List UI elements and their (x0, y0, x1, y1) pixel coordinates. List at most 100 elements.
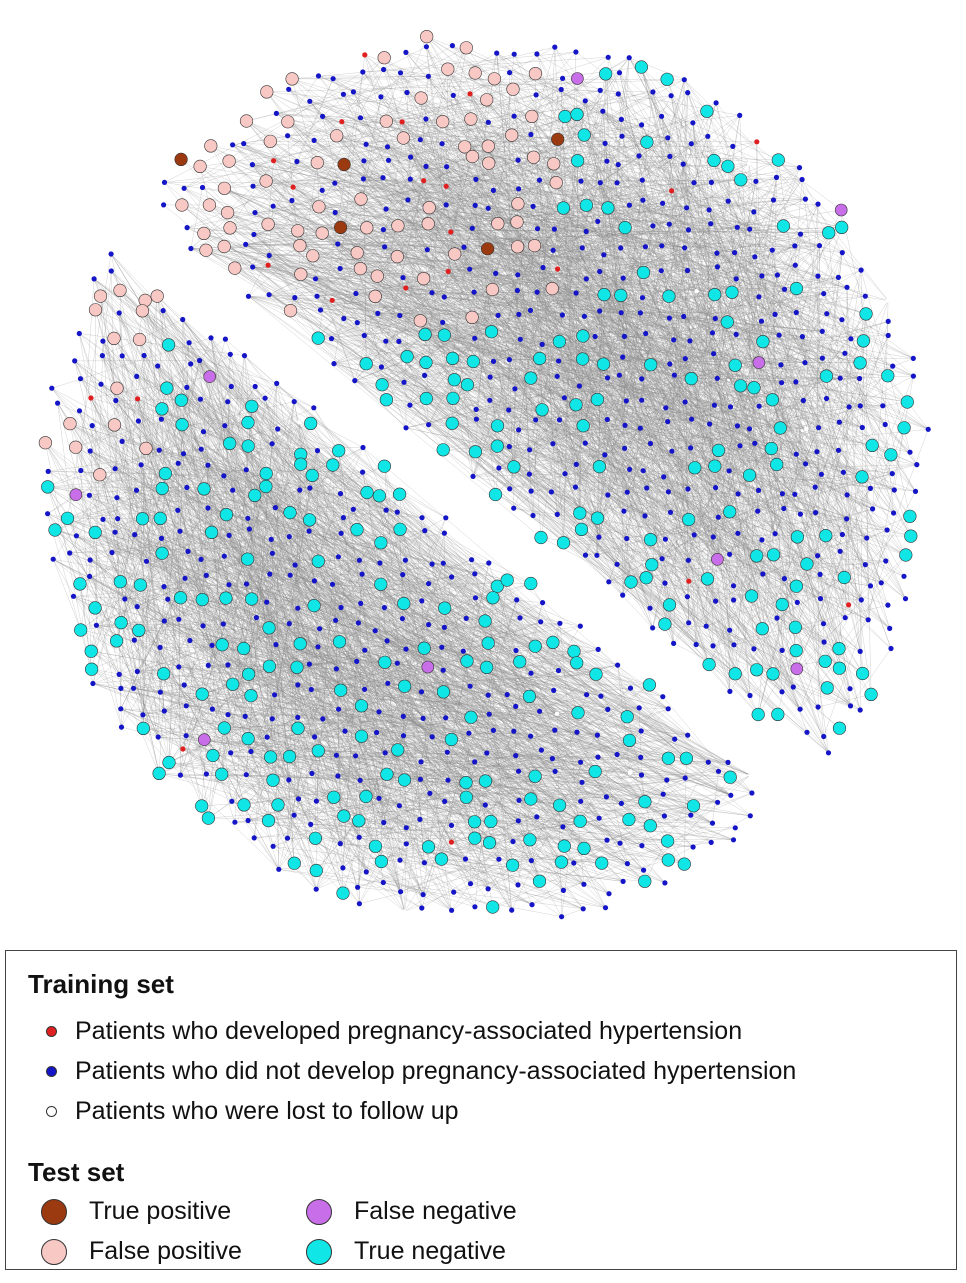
network-edge (673, 494, 848, 644)
network-edge (606, 111, 707, 162)
network-edge (493, 190, 555, 230)
network-edge (540, 537, 871, 587)
network-edge (652, 91, 730, 631)
network-edge (780, 364, 895, 491)
network-edge (600, 90, 715, 161)
network-edge (517, 160, 530, 475)
training-positive-node (443, 183, 449, 189)
network-edge (322, 190, 690, 342)
network-edge (683, 316, 861, 711)
network-edge (190, 228, 555, 249)
training-negative-node (449, 43, 455, 49)
training-negative-node (423, 44, 429, 50)
network-edge (287, 75, 319, 122)
network-edge (561, 908, 584, 917)
network-edge (488, 146, 531, 379)
network-edge (316, 278, 587, 297)
network-edge (665, 443, 755, 540)
network-edge (598, 164, 619, 538)
training-negative-node (350, 89, 356, 95)
training-negative-node (450, 92, 456, 98)
network-edge (512, 89, 653, 93)
network-edge (243, 143, 361, 269)
network-edge (841, 319, 894, 514)
network-edge (536, 53, 601, 91)
network-edge (558, 312, 641, 362)
network-edge (776, 617, 824, 737)
training-lost-node (746, 161, 752, 166)
training-negative-node (558, 86, 564, 93)
training-negative-node (285, 133, 291, 139)
network-edge (715, 102, 889, 301)
training-negative-node (639, 177, 645, 183)
network-edge (425, 166, 489, 209)
network-edge (536, 94, 684, 165)
network-edge (317, 162, 320, 207)
network-edge (322, 116, 758, 512)
training-positive-node (339, 119, 345, 125)
training-negative-node (340, 91, 346, 97)
training-negative-node (286, 86, 292, 92)
network-edge (224, 246, 295, 298)
network-edge (476, 409, 916, 492)
network-edge (343, 94, 666, 625)
training-negative-node (360, 69, 366, 75)
network-edge (425, 362, 759, 715)
training-negative-node (319, 187, 325, 193)
network-edge (452, 45, 861, 364)
network-edge (749, 229, 758, 512)
training-negative-node (615, 91, 621, 97)
network-edge (406, 92, 862, 271)
training-negative-node (616, 70, 623, 76)
network-edge (778, 159, 842, 228)
network-edge (488, 122, 797, 289)
training-negative-node (439, 141, 445, 147)
training-negative-node (408, 154, 414, 160)
network-edge (313, 140, 730, 471)
network-edge (774, 270, 862, 534)
training-negative-node (381, 66, 387, 73)
network-edge (335, 212, 778, 715)
network-edge (600, 182, 689, 561)
network-edge (268, 265, 894, 514)
network-edge (386, 121, 604, 255)
network-edge (575, 51, 843, 253)
training-negative-node (536, 177, 543, 183)
network-edge (818, 694, 872, 708)
network-edge (622, 357, 751, 696)
network-edge (803, 400, 894, 514)
network-edge (559, 341, 580, 514)
training-negative-node (403, 49, 409, 56)
network-edge (354, 380, 821, 575)
network-edge (623, 510, 888, 531)
network-edge (577, 160, 780, 336)
network-edge (530, 378, 580, 514)
training-negative-node (360, 176, 366, 182)
network-edge (733, 288, 797, 645)
network-edge (229, 227, 453, 359)
network-edge (685, 358, 843, 535)
network-edge (696, 291, 715, 467)
network-edge (554, 46, 911, 517)
network-edge (246, 120, 759, 715)
training-negative-node (534, 51, 540, 57)
network-edge (687, 92, 846, 618)
network-edge (774, 314, 886, 425)
patient-network-graph (38, 29, 931, 920)
network-edge (243, 143, 779, 161)
network-edge (558, 360, 797, 651)
training-negative-node (708, 179, 715, 185)
training-negative-node (533, 92, 539, 98)
training-negative-node (250, 183, 256, 189)
network-edge (687, 92, 892, 649)
training-positive-node (271, 158, 277, 164)
network-edge (846, 287, 849, 605)
network-edge (865, 313, 888, 376)
network-edge (554, 182, 557, 230)
network-edge (246, 120, 626, 426)
network-edge (269, 95, 672, 295)
network-edge (696, 182, 712, 645)
network-edge (292, 76, 429, 80)
network-edge (366, 225, 653, 364)
network-edge (292, 51, 576, 80)
